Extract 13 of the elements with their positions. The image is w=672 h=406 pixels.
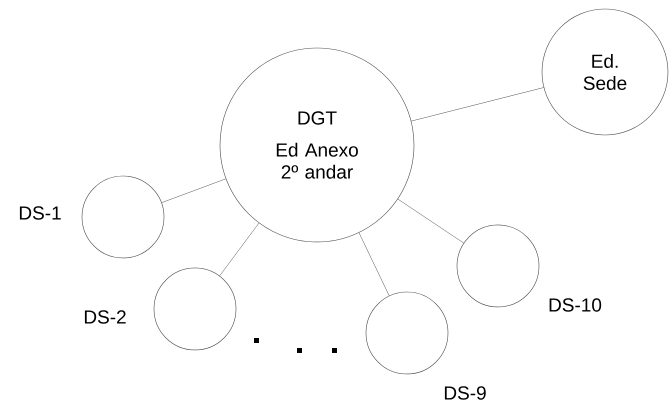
connector-line: [411, 87, 544, 122]
connector-line: [161, 178, 226, 203]
site-label: DS-9: [444, 386, 486, 400]
site-circle: [456, 224, 540, 308]
connector-line: [398, 198, 464, 244]
site-label: DS-2: [84, 310, 126, 324]
site-circle: [154, 268, 236, 350]
connector-line: [219, 222, 260, 276]
site-circle: [366, 292, 448, 374]
site-label: DS-10: [550, 298, 602, 312]
connector-line: [358, 232, 390, 296]
site-label: DS-1: [20, 206, 61, 220]
site-circle: [82, 176, 164, 258]
